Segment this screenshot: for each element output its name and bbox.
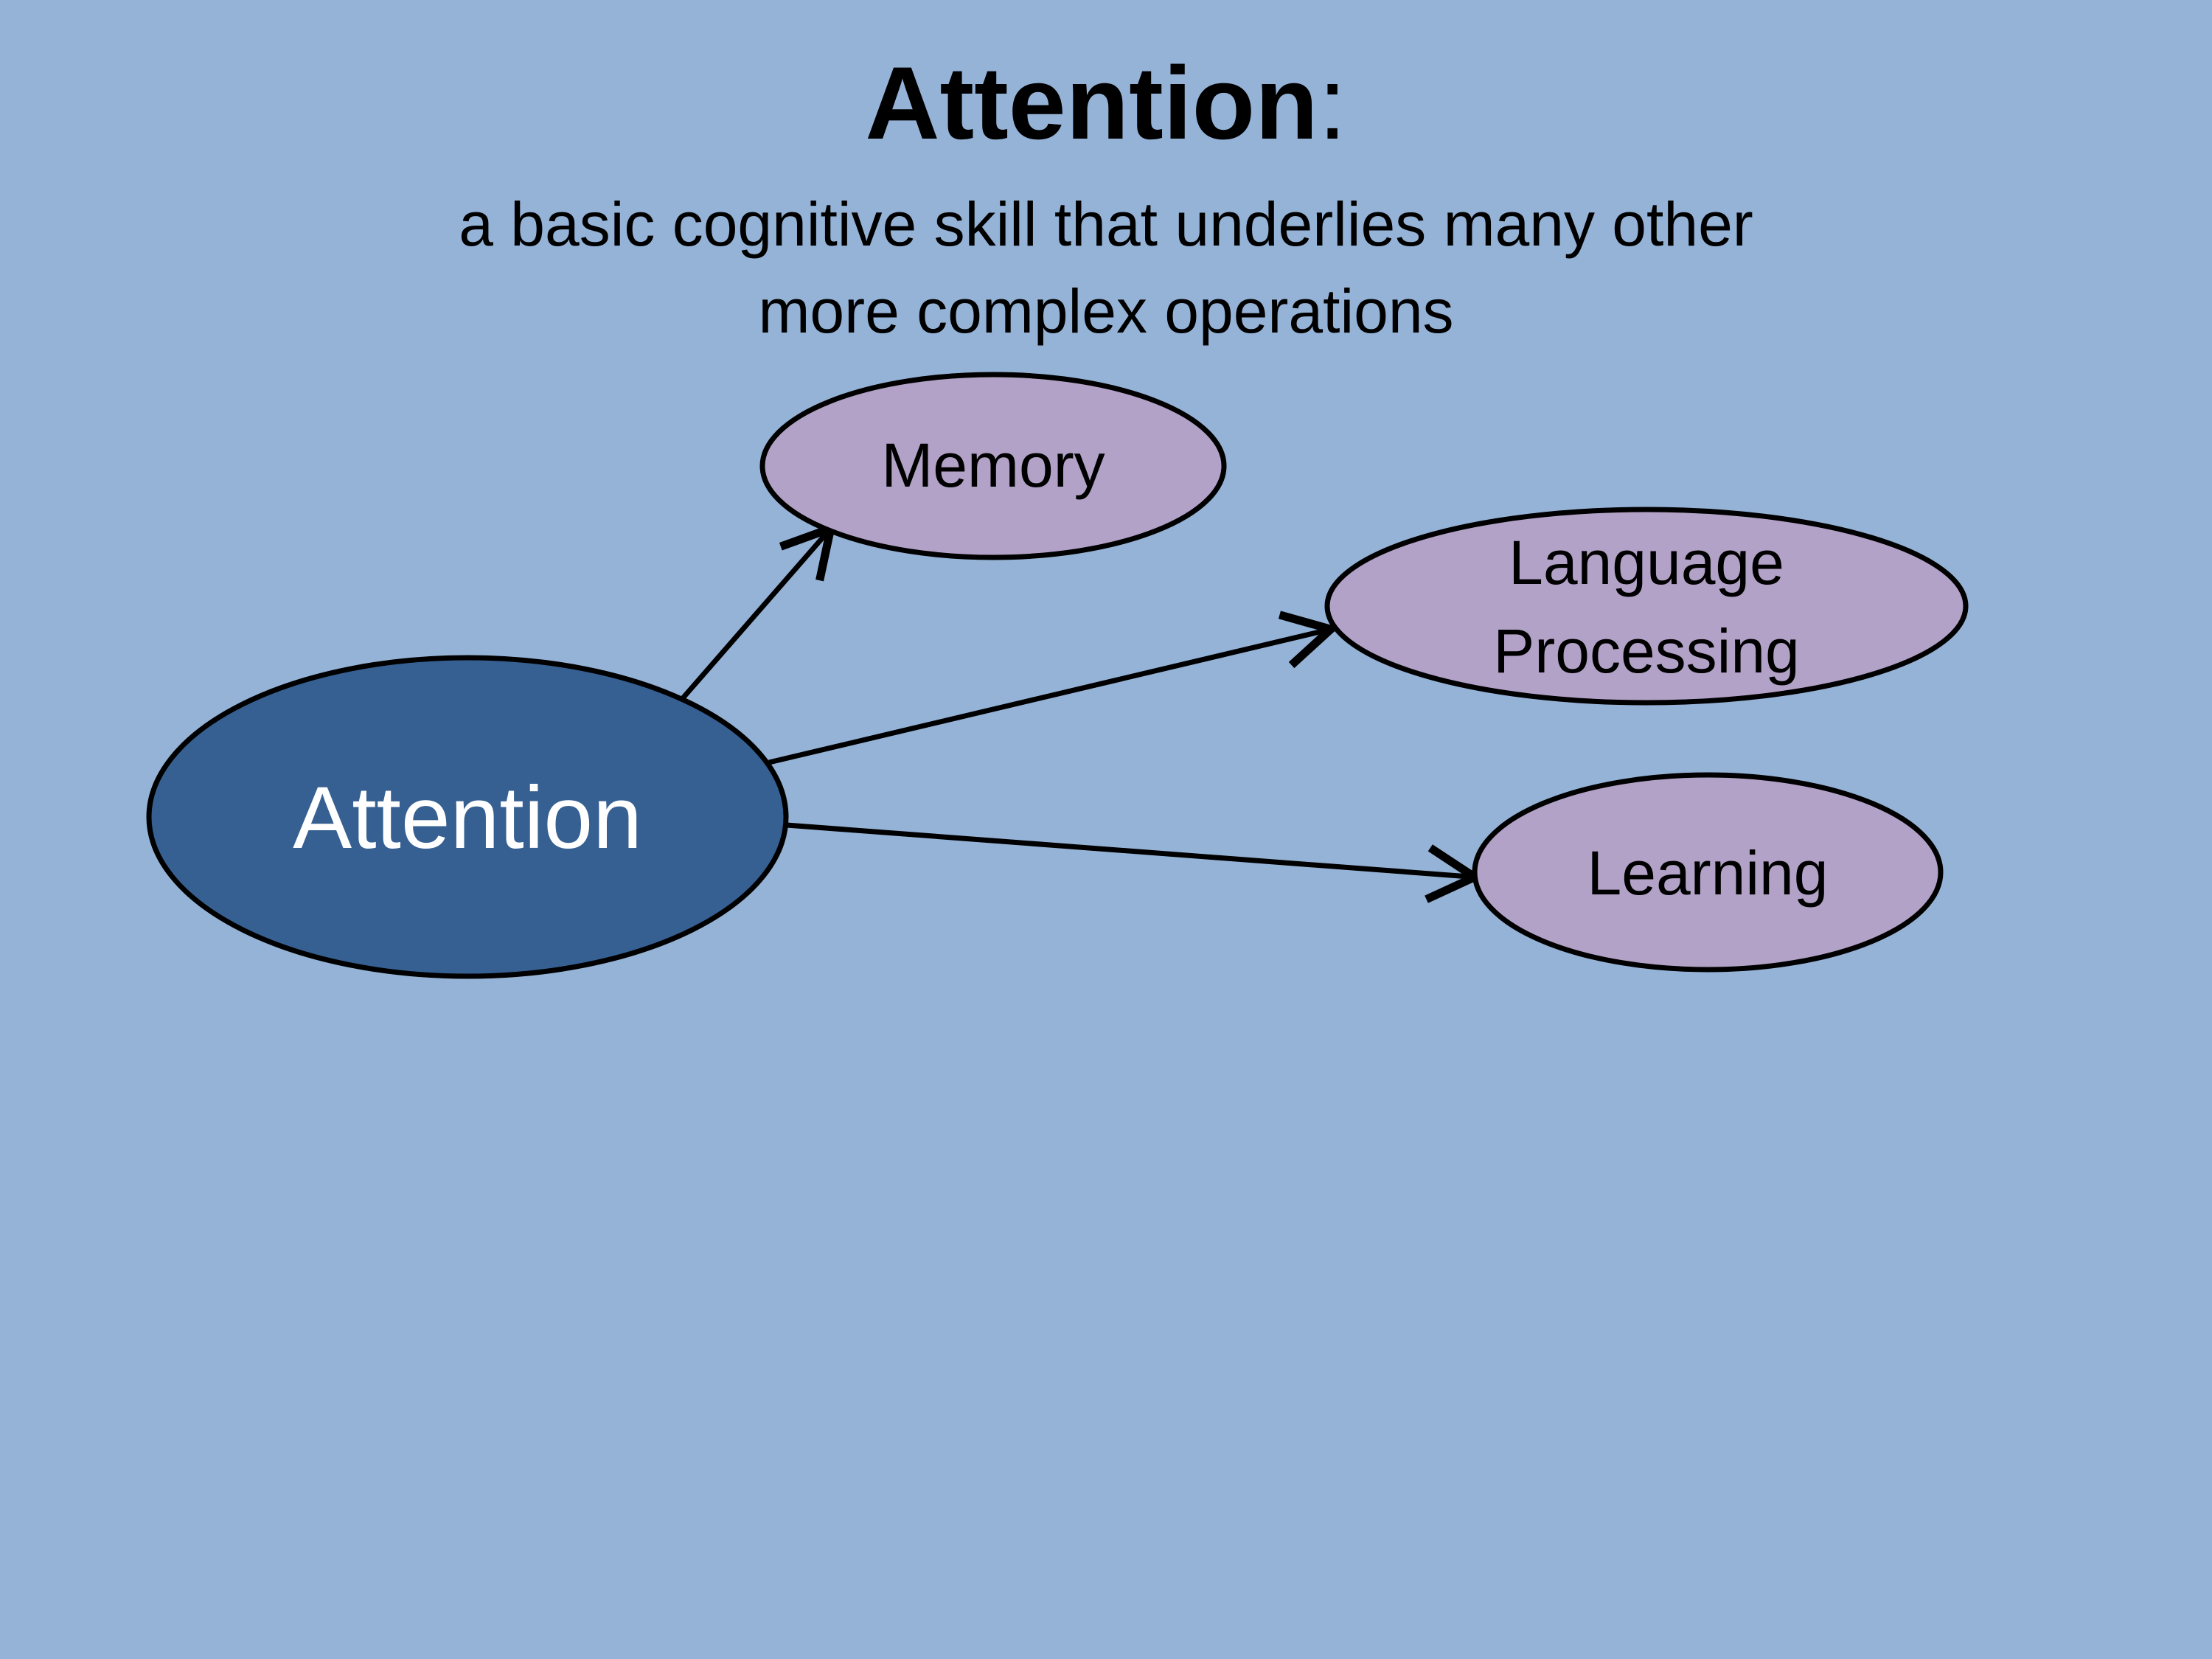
arrow-attention-to-memory: [680, 522, 837, 701]
subtitle-line-2: more complex operations: [758, 276, 1454, 346]
node-language-processing-label-line-1: Language: [1509, 528, 1784, 597]
title-suffix: :: [1318, 45, 1347, 161]
node-attention-label: Attention: [293, 768, 642, 867]
node-language-processing-shape: [1324, 507, 1969, 706]
node-attention: Attention: [146, 655, 789, 979]
slide-subtitle: a basic cognitive skill that underlies m…: [369, 181, 1843, 355]
node-memory-label: Memory: [881, 431, 1105, 500]
node-language-processing: Language Processing: [1324, 507, 1969, 706]
node-memory: Memory: [759, 372, 1227, 560]
arrow-attention-to-learning: [786, 822, 1484, 903]
arrow-attention-to-language-processing: [768, 611, 1340, 765]
title-main: Attention: [865, 45, 1318, 161]
node-memory-shape: [759, 372, 1227, 560]
slide-title: Attention:: [0, 44, 2212, 162]
node-attention-shape: [146, 655, 789, 979]
node-learning: Learning: [1472, 772, 1944, 973]
node-learning-label: Learning: [1587, 838, 1829, 908]
node-language-processing-label-line-2: Processing: [1493, 616, 1800, 686]
subtitle-line-1: a basic cognitive skill that underlies m…: [459, 189, 1753, 259]
node-learning-shape: [1472, 772, 1944, 973]
